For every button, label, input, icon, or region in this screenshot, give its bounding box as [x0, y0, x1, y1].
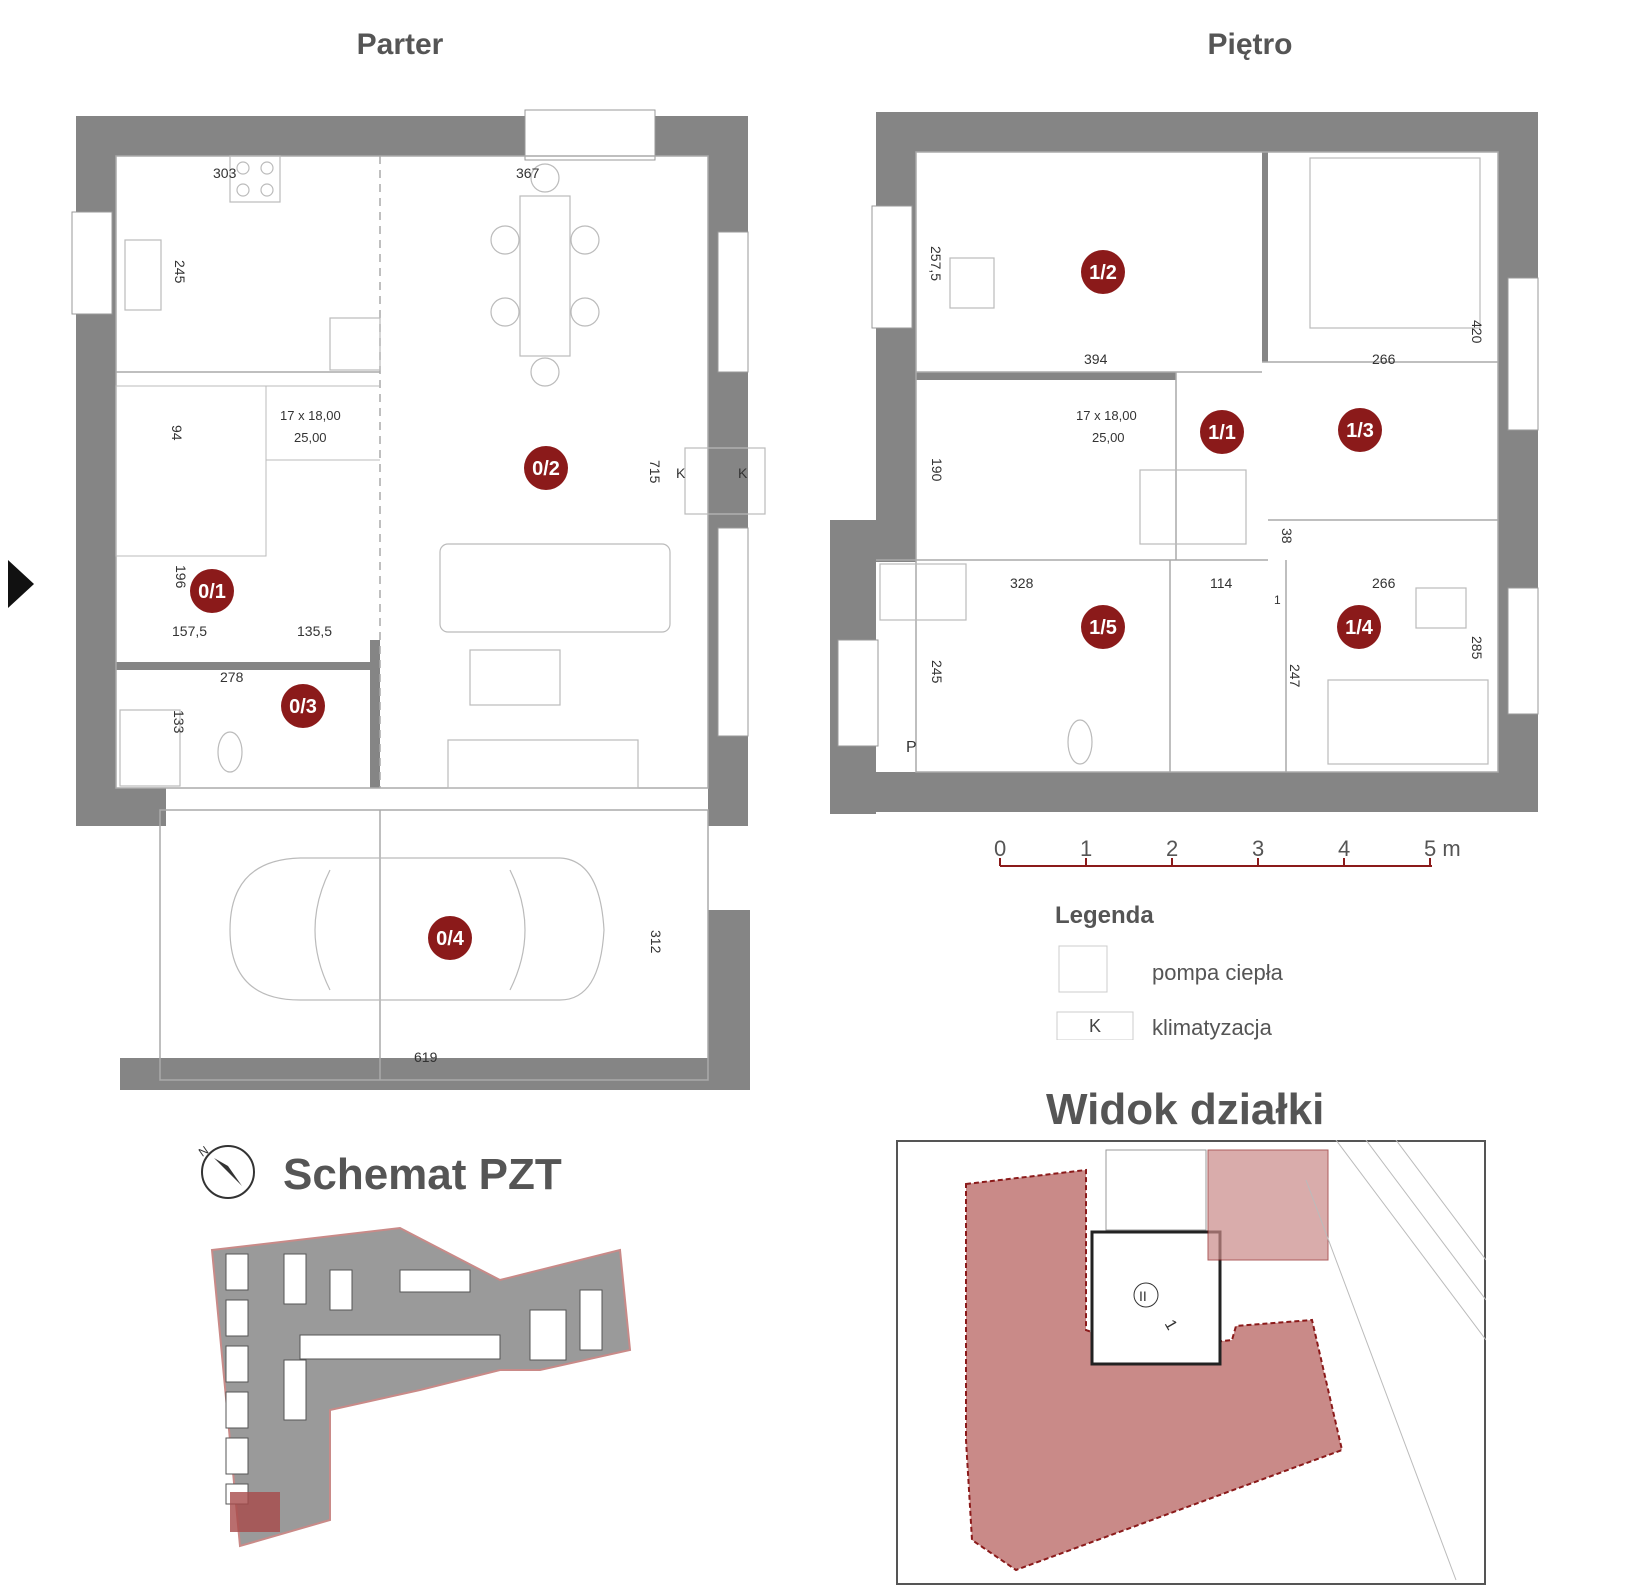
dim-420: 420	[1469, 320, 1485, 344]
dim-303: 303	[213, 165, 237, 181]
scale-label-2: 2	[1166, 836, 1178, 861]
dim-38: 38	[1279, 528, 1295, 544]
compass-icon: N	[198, 1143, 255, 1199]
ac-mark-2: K	[738, 465, 748, 481]
dim-394: 394	[1084, 351, 1108, 367]
dim-367: 367	[516, 165, 540, 181]
dim-190: 190	[929, 458, 945, 482]
dim-619: 619	[414, 1049, 438, 1065]
house-footprint	[1090, 1230, 1222, 1366]
upper-floor-title: Piętro	[1207, 28, 1293, 61]
car-icon	[229, 857, 605, 1001]
ac-mark-1: K	[676, 465, 686, 481]
plot-view-map: II 1	[896, 1140, 1486, 1585]
dim-285: 285	[1469, 636, 1485, 660]
dim-312: 312	[648, 930, 664, 954]
dim-135-5: 135,5	[297, 623, 332, 639]
compass-north: N	[198, 1143, 211, 1159]
dim-157-5: 157,5	[172, 623, 207, 639]
pzt-site-plan	[210, 1226, 632, 1548]
ac-legend-icon	[1056, 1011, 1134, 1040]
dim-247: 247	[1287, 664, 1303, 688]
scale-label-0: 0	[994, 836, 1006, 861]
dim-245-upper: 245	[929, 660, 945, 684]
dim-one: 1	[1274, 593, 1281, 607]
room-1-1: 1/1	[1208, 422, 1236, 444]
room-1-4: 1/4	[1345, 617, 1374, 639]
ground-floor-title: Parter	[356, 28, 444, 61]
dim-266a: 266	[1372, 351, 1396, 367]
room-1-3: 1/3	[1346, 420, 1374, 442]
scale-label-1: 1	[1080, 836, 1092, 861]
legend-heat-pump: pompa ciepła	[1152, 960, 1283, 985]
dim-196: 196	[173, 565, 189, 589]
dim-94: 94	[169, 425, 185, 441]
room-0-2: 0/2	[532, 458, 560, 480]
plot-view-title: Widok działki	[1046, 1085, 1325, 1134]
room-0-3: 0/3	[289, 696, 317, 718]
legend-title: Legenda	[1055, 902, 1154, 929]
plot-area	[965, 1168, 1344, 1572]
legend-ac: klimatyzacja	[1152, 1015, 1272, 1040]
stairs-text-a: 17 x 18,00	[280, 408, 341, 423]
pzt-highlighted-plot	[230, 1492, 280, 1532]
dim-278: 278	[220, 669, 244, 685]
heat-pump-icon	[1058, 945, 1108, 993]
stairs-text-b: 25,00	[294, 430, 327, 445]
plot-circle-label: II	[1139, 1288, 1147, 1304]
scale-label-5: 5 m	[1424, 836, 1461, 861]
p-mark: P	[906, 739, 917, 756]
entrance-arrow-icon	[8, 560, 34, 608]
stairs-text-b-upper: 25,00	[1092, 430, 1125, 445]
pzt-title: Schemat PZT	[283, 1150, 562, 1199]
dim-715: 715	[647, 460, 663, 484]
dim-257-5: 257,5	[928, 246, 944, 281]
ac-legend-k: K	[1089, 1016, 1101, 1036]
room-0-4: 0/4	[436, 928, 465, 950]
dim-245: 245	[172, 260, 188, 284]
dim-133: 133	[171, 710, 187, 734]
ground-floor-plan: 303 367 245 715 94 196 157,5 135,5 278 1…	[8, 109, 766, 1090]
scale-label-3: 3	[1252, 836, 1264, 861]
dim-266b: 266	[1372, 575, 1396, 591]
scale-bar: 0 1 2 3 4 5 m	[994, 836, 1461, 867]
dim-328: 328	[1010, 575, 1034, 591]
scale-label-4: 4	[1338, 836, 1350, 861]
dim-114: 114	[1210, 575, 1233, 591]
room-1-2: 1/2	[1089, 262, 1117, 284]
stairs-text-a-upper: 17 x 18,00	[1076, 408, 1137, 423]
room-1-5: 1/5	[1089, 617, 1117, 639]
room-0-1: 0/1	[198, 581, 226, 603]
upper-floor-plan: 257,5 394 266 420 190 38 328 114 266 245…	[830, 112, 1539, 814]
legend-icons: K	[1056, 945, 1134, 1040]
